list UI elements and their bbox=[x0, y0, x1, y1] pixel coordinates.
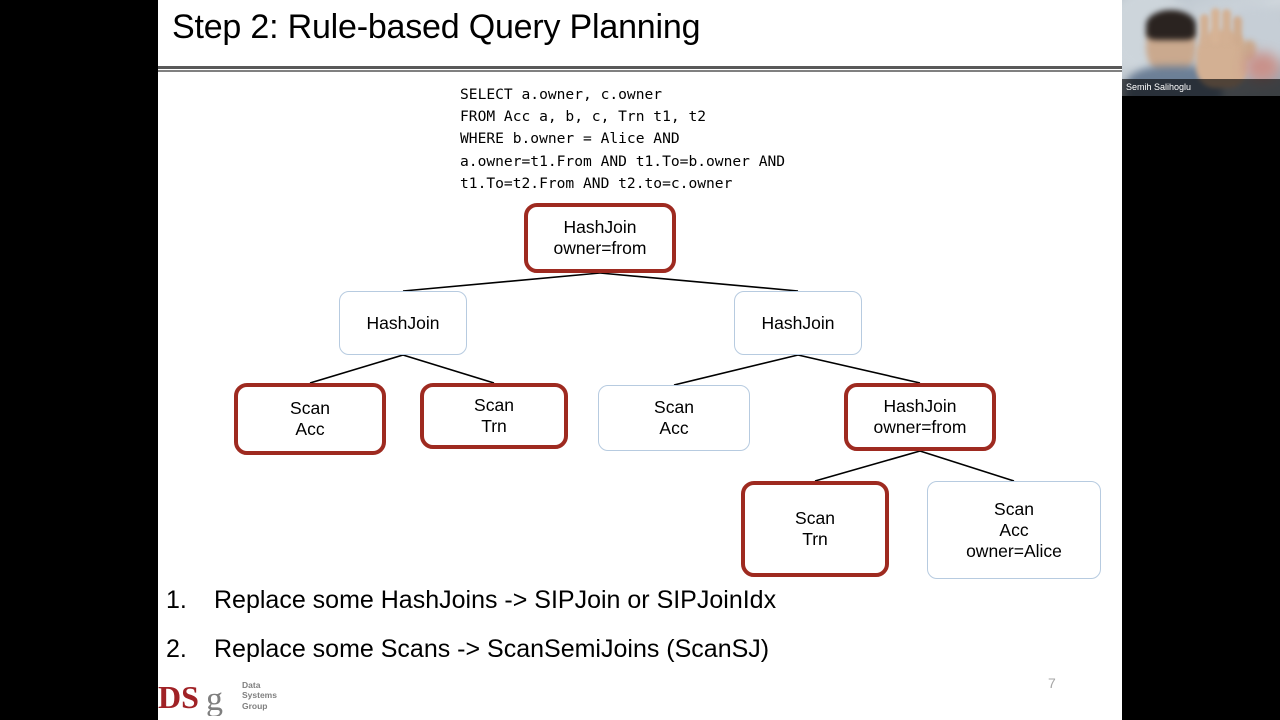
webcam-overlay: Semih Salihoglu bbox=[1122, 0, 1280, 96]
plan-node-line: Acc bbox=[295, 419, 325, 439]
dsg-logo-line1: Data bbox=[242, 680, 261, 690]
plan-node-line: Trn bbox=[802, 529, 828, 549]
plan-node-line: Scan bbox=[290, 398, 330, 418]
sql-query-text: SELECT a.owner, c.owner FROM Acc a, b, c… bbox=[460, 86, 786, 192]
page-title: Step 2: Rule-based Query Planning bbox=[172, 8, 701, 46]
list-item-number: 1. bbox=[166, 586, 187, 614]
tree-edge bbox=[402, 272, 601, 292]
bullet-list: 1. Replace some HashJoins -> SIPJoin or … bbox=[166, 586, 1106, 684]
tree-edge bbox=[402, 354, 495, 384]
dsg-logo-mark: DS g bbox=[158, 680, 223, 716]
plan-node-line: owner=Alice bbox=[966, 540, 1062, 561]
plan-node-line: Acc bbox=[999, 519, 1029, 540]
plan-node-line: Scan bbox=[474, 395, 514, 415]
plan-node-line: owner=from bbox=[873, 417, 967, 437]
participant-name-label: Semih Salihoglu bbox=[1122, 79, 1280, 96]
tree-edge bbox=[919, 450, 1015, 482]
plan-node-line: HashJoin bbox=[883, 396, 957, 416]
svg-text:g: g bbox=[206, 681, 223, 716]
dsg-logo-text: Data Systems Group bbox=[242, 680, 277, 711]
list-item-text: Replace some HashJoins -> SIPJoin or SIP… bbox=[214, 586, 777, 614]
plan-node-line: Scan bbox=[654, 397, 694, 417]
dsg-logo: DS g Data Systems Group bbox=[158, 678, 288, 718]
list-item: 2. Replace some Scans -> ScanSemiJoins (… bbox=[166, 635, 1106, 664]
slide-canvas: Step 2: Rule-based Query Planning SELECT… bbox=[158, 0, 1122, 720]
title-divider bbox=[158, 66, 1122, 72]
plan-node-line: HashJoin bbox=[366, 312, 440, 333]
plan-node-line: Acc bbox=[659, 418, 689, 438]
tree-edge bbox=[797, 354, 921, 384]
plan-node-hj-left: HashJoin bbox=[339, 291, 467, 355]
dsg-logo-line2: Systems bbox=[242, 690, 277, 701]
plan-node-line: HashJoin bbox=[761, 312, 835, 333]
tree-edge bbox=[673, 354, 799, 386]
dsg-logo-line3: Group bbox=[242, 700, 268, 711]
plan-node-line: Scan bbox=[795, 508, 835, 528]
plan-node-line: Scan bbox=[994, 498, 1034, 519]
tree-edges bbox=[309, 272, 1015, 482]
plan-node-line: owner=from bbox=[553, 238, 647, 258]
plan-node-line: Trn bbox=[481, 416, 507, 436]
tree-edge bbox=[599, 272, 799, 292]
svg-text:DS: DS bbox=[158, 680, 199, 715]
plan-node-line: HashJoin bbox=[563, 217, 637, 237]
tree-edge bbox=[814, 450, 921, 482]
tree-edge bbox=[309, 354, 404, 384]
list-item-number: 2. bbox=[166, 635, 187, 663]
list-item: 1. Replace some HashJoins -> SIPJoin or … bbox=[166, 586, 1106, 615]
plan-node-hj-right: HashJoin bbox=[734, 291, 862, 355]
list-item-text: Replace some Scans -> ScanSemiJoins (Sca… bbox=[214, 635, 770, 663]
page-number: 7 bbox=[1048, 675, 1056, 691]
